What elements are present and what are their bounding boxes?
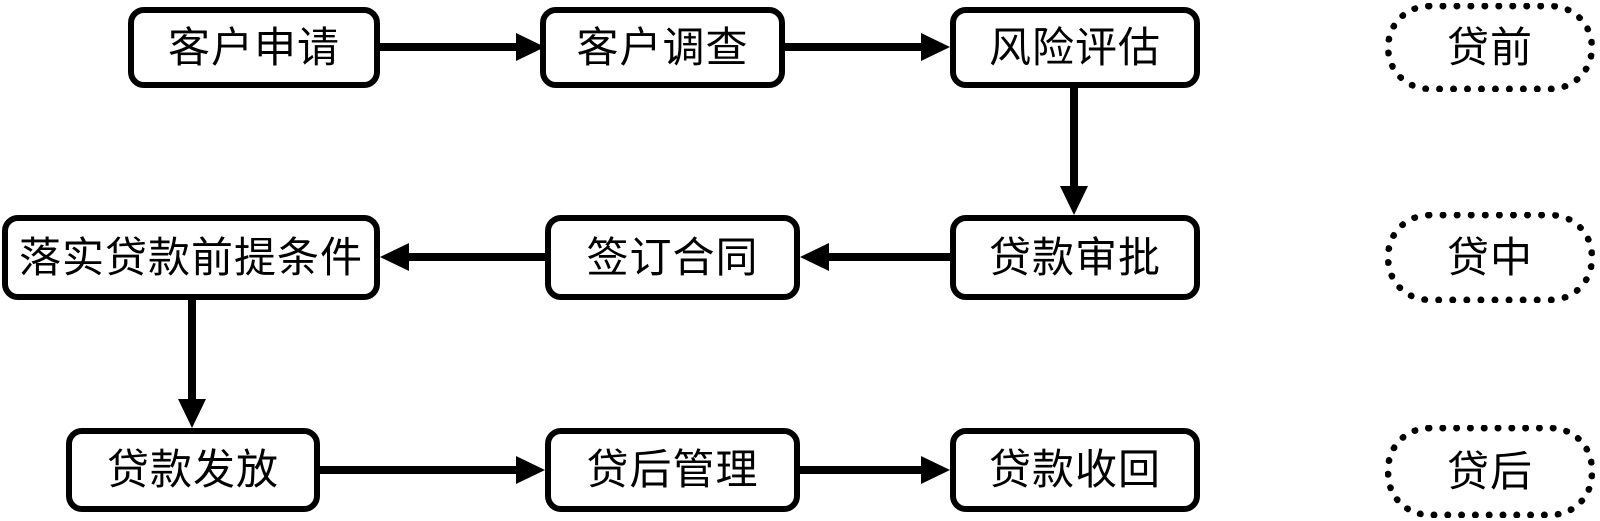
edge-post-loan-management-to-loan-recovery [800,456,950,484]
node-loan-disbursement[interactable]: 贷款发放 [66,428,320,512]
node-label: 风险评估 [988,23,1161,71]
node-label: 贷后管理 [586,446,759,493]
edge-sign-contract-to-fulfill-preconditions [380,243,545,271]
node-label: 客户申请 [167,23,340,71]
node-sign-contract[interactable]: 签订合同 [545,215,800,300]
phase-label: 贷前 [1446,23,1533,71]
phase-badge-post-loan[interactable]: 贷后 [1385,425,1595,518]
phase-label: 贷后 [1446,447,1533,495]
phase-badge-during-loan[interactable]: 贷中 [1385,212,1595,303]
node-label: 贷款收回 [988,446,1161,493]
node-label: 签订合同 [586,233,759,281]
node-label: 客户调查 [576,23,749,71]
node-customer-survey[interactable]: 客户调查 [540,7,785,88]
node-customer-application[interactable]: 客户申请 [128,7,380,88]
node-risk-assessment[interactable]: 风险评估 [950,7,1200,88]
node-label: 贷款发放 [106,446,279,493]
node-fulfill-preconditions[interactable]: 落实贷款前提条件 [2,215,380,300]
edge-risk-assessment-to-loan-approval [1060,88,1088,215]
node-label: 落实贷款前提条件 [18,233,363,281]
edge-loan-disbursement-to-post-loan-management [320,456,545,484]
edge-fulfill-preconditions-to-loan-disbursement [178,300,206,428]
node-label: 贷款审批 [988,233,1161,281]
edge-customer-survey-to-risk-assessment [785,33,950,61]
node-post-loan-management[interactable]: 贷后管理 [545,428,800,512]
node-loan-recovery[interactable]: 贷款收回 [950,428,1200,512]
edge-loan-approval-to-sign-contract [800,243,950,271]
phase-label: 贷中 [1446,233,1533,281]
phase-badge-pre-loan[interactable]: 贷前 [1385,3,1595,92]
node-loan-approval[interactable]: 贷款审批 [950,215,1200,300]
edge-customer-application-to-customer-survey [380,33,545,61]
